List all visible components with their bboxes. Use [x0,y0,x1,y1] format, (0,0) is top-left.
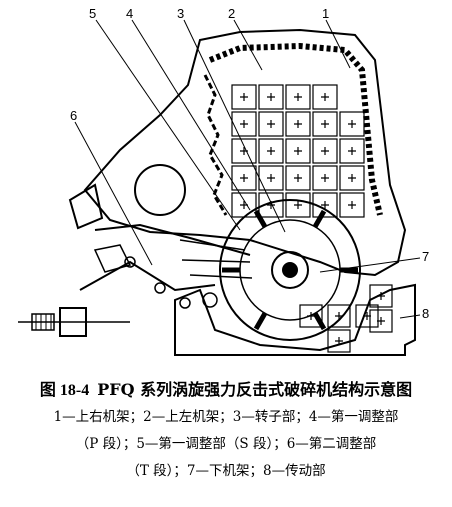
rotor-outer [219,199,361,341]
plus-mark [348,120,356,128]
grid-cell [285,138,311,164]
grid-cell [327,329,351,353]
plus-mark [377,292,385,300]
pivot-pin [179,297,191,309]
grid-cell [258,138,284,164]
figure-number: 图 18-4 [39,382,90,399]
grid-cell [285,192,311,218]
part-number-label: 7 [422,249,429,264]
grid-cell [231,138,257,164]
grid-cell [299,304,323,328]
grid-cell [339,192,365,218]
figure-caption-title: 图 18-4 PFQ 系列涡旋强力反击式破碎机结构示意图 [0,376,452,400]
pivot-pin [124,256,136,268]
leader-lines [74,19,421,319]
part-number-label: 2 [228,6,235,21]
part-number-label: 5 [89,6,96,21]
plus-mark [294,201,302,209]
liner-plates [203,74,228,216]
plus-mark [294,120,302,128]
plus-mark [307,312,315,320]
plus-mark [240,93,248,101]
grid-cell [312,111,338,137]
grid-cell [369,284,393,308]
pivot-pin [154,282,166,294]
rotor-hub [282,262,298,278]
rotor-blade [312,209,327,228]
grid-cell [369,309,393,333]
plus-mark [335,337,343,345]
rod-block [59,307,87,337]
grid-cell [285,165,311,191]
legend-line-2: （P 段）；5—第一调整部（S 段）；6—第二调整部 [75,436,377,452]
part-number-label: 1 [322,6,329,21]
plus-mark [267,120,275,128]
grid-cell [312,192,338,218]
rod-nut [31,313,55,331]
legend-line-3: （T 段）；7—下机架；8—传动部 [126,463,326,479]
left-bracket [68,183,104,230]
plus-mark [348,201,356,209]
lower-left-bracket [93,244,132,273]
plus-mark [377,317,385,325]
part-number-label: 4 [126,6,133,21]
pivot-pin [202,292,218,308]
upper-frame-outline [83,28,407,277]
plus-mark [348,147,356,155]
plus-mark [321,147,329,155]
plus-mark [335,312,343,320]
feed-chute [179,239,253,279]
rotor-blade [253,209,268,228]
grid-cell [258,111,284,137]
part-number-label: 8 [422,306,429,321]
upper-wall-band [208,42,383,216]
grid-cell [339,138,365,164]
plus-mark [267,147,275,155]
grid-cell [231,84,257,110]
plus-mark [321,201,329,209]
grid-cell [312,138,338,164]
plus-mark [294,93,302,101]
lower-frame-grid [299,284,393,353]
rotor-blade [253,312,268,331]
plus-mark [321,93,329,101]
grid-cell [327,304,351,328]
plus-mark [267,93,275,101]
grid-cell [285,84,311,110]
grid-cell [258,84,284,110]
plus-mark [267,174,275,182]
inspection-port [134,164,186,216]
crusher-structure-diagram: 1 2 3 4 5 6 7 8 [18,6,429,356]
plus-mark [294,147,302,155]
rotor-shaft [271,251,309,289]
grid-cell [258,192,284,218]
grid-cell [339,165,365,191]
plus-mark [240,174,248,182]
figure-title: PFQ 系列涡旋强力反击式破碎机结构示意图 [97,380,413,399]
plus-mark [348,174,356,182]
grid-cell [312,165,338,191]
lower-frame-outline [174,283,416,356]
grid-cell [339,111,365,137]
grid-cell [312,84,338,110]
plus-mark [240,120,248,128]
grid-cell [355,304,379,328]
plus-mark [321,120,329,128]
grid-cell [285,111,311,137]
grid-cell [231,165,257,191]
plus-mark [321,174,329,182]
part-number-label: 3 [177,6,184,21]
plus-mark [294,174,302,182]
rod-thread [35,314,52,330]
legend-line-1: 1—上右机架；2—上左机架；3—转子部；4—第一调整部 [53,409,399,425]
part-number-label: 6 [70,108,77,123]
grid-cell [231,111,257,137]
adjustment-arm-lower [79,260,216,292]
frame-grid [231,84,365,218]
